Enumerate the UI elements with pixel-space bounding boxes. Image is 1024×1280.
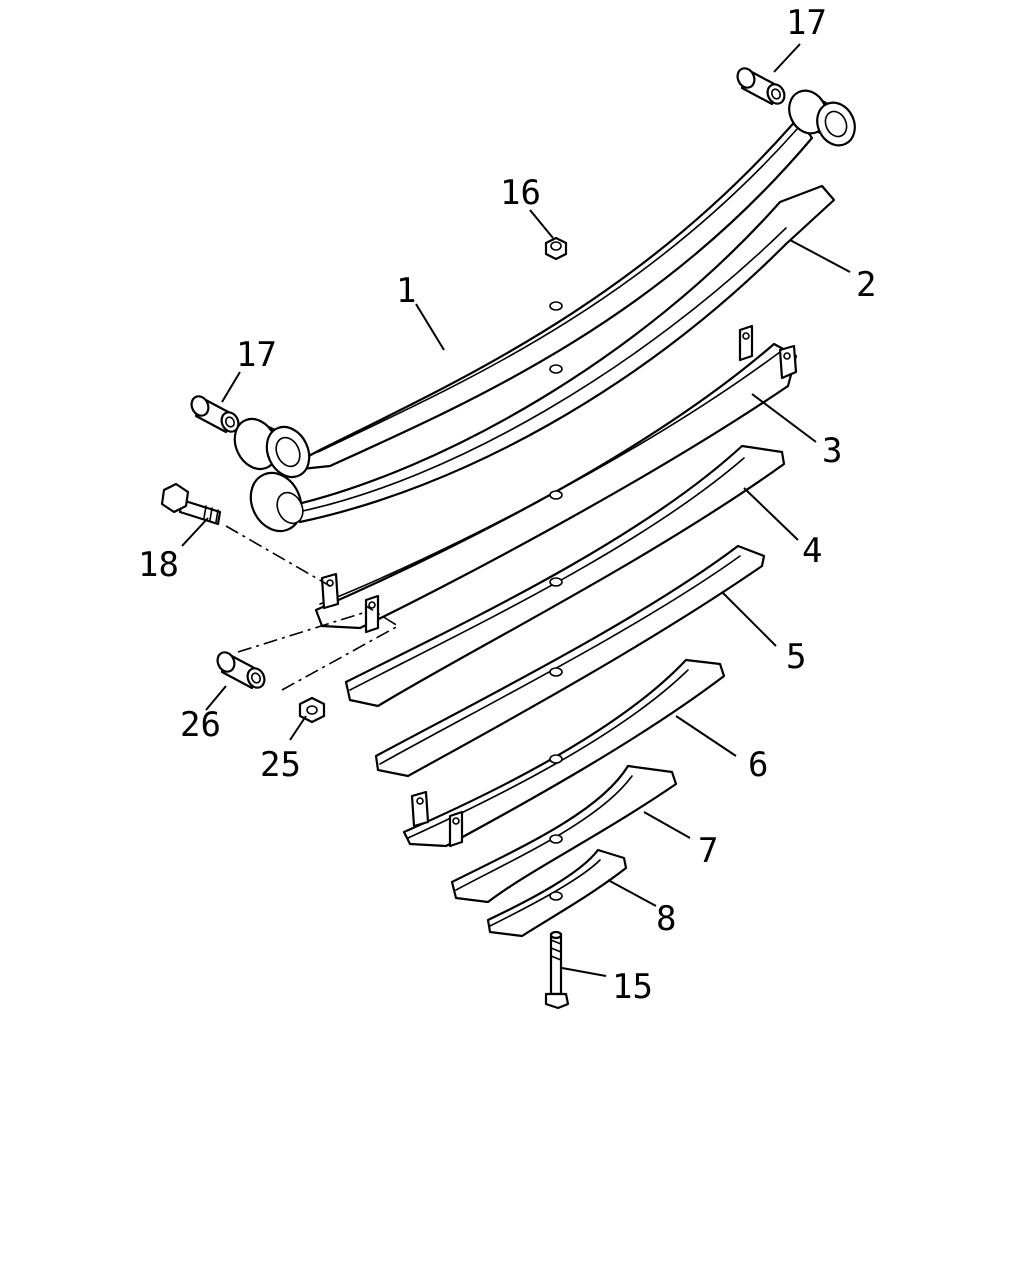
bushing [190,395,240,434]
callout-25: 25 [260,745,301,785]
callouts: 17 16 1 2 17 3 4 18 5 26 25 6 7 8 15 [138,3,876,1007]
callout-1: 1 [396,271,416,311]
callout-8: 8 [656,899,676,939]
leaf-with-clips [314,324,798,634]
center-bolt [544,930,570,1010]
callout-6: 6 [748,745,768,785]
leaf [450,764,678,904]
callout-3: 3 [822,431,842,471]
callout-18: 18 [138,545,179,585]
assembly-lines [225,525,400,691]
callout-26: 26 [180,705,221,745]
callout-15: 15 [612,967,653,1007]
leaf [374,544,766,778]
callout-4: 4 [802,531,822,571]
nut [544,236,568,261]
main-leaf [233,89,856,479]
second-leaf [249,184,836,533]
callout-2: 2 [856,265,876,305]
leader-lines [181,43,851,977]
callout-17-left: 17 [236,335,277,375]
callout-7: 7 [698,831,718,871]
nut [298,696,326,724]
spacer [216,651,266,690]
callout-17-top: 17 [786,3,827,43]
leaf [344,444,786,708]
clip-bolt [160,482,222,526]
leaf [486,848,628,938]
callout-16: 16 [500,173,541,213]
bushing [736,67,786,106]
callout-5: 5 [786,637,806,677]
leaf-with-clips [402,658,726,848]
